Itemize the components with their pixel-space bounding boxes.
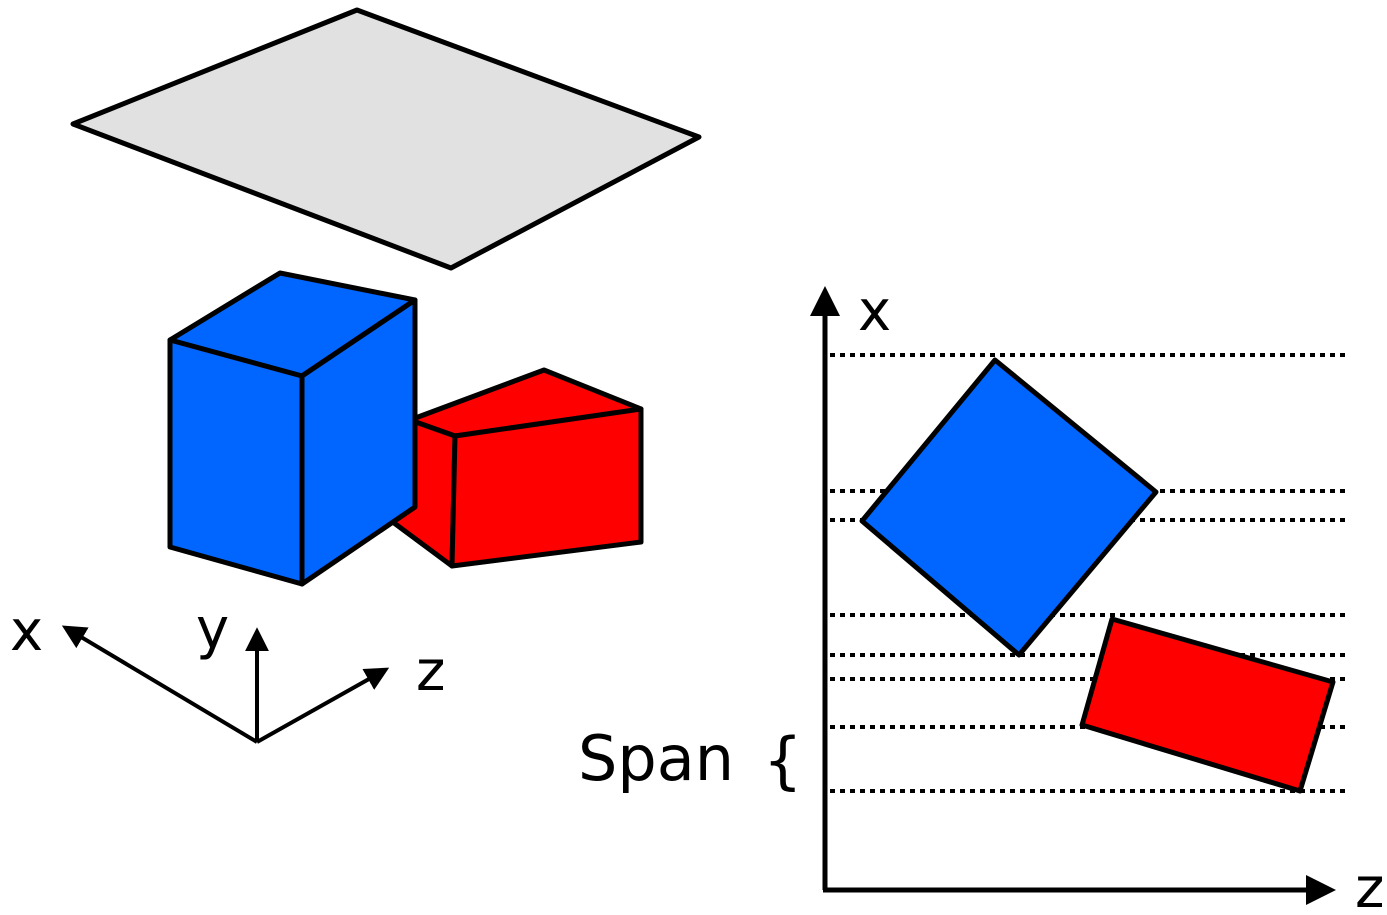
screen-plane — [70, 7, 702, 271]
right-z-label: z — [1355, 856, 1384, 915]
span-brace: { — [763, 724, 802, 797]
left-x-axis — [61, 625, 259, 744]
red-box-front — [449, 406, 644, 569]
left-z-label: z — [416, 639, 445, 704]
blue-box — [167, 270, 418, 587]
left-y-label: y — [196, 597, 229, 662]
left-axes — [61, 625, 390, 744]
red-box — [387, 367, 644, 569]
blue-box-side — [299, 297, 418, 587]
blue-projection — [859, 357, 1159, 658]
blue-box-front — [167, 337, 305, 587]
right-x-label: x — [858, 279, 891, 344]
left-z-axis — [256, 667, 390, 744]
right-axes — [810, 286, 1336, 905]
span-label: Span — [578, 722, 734, 795]
red-projection — [1079, 616, 1336, 794]
left-x-label: x — [10, 599, 43, 664]
